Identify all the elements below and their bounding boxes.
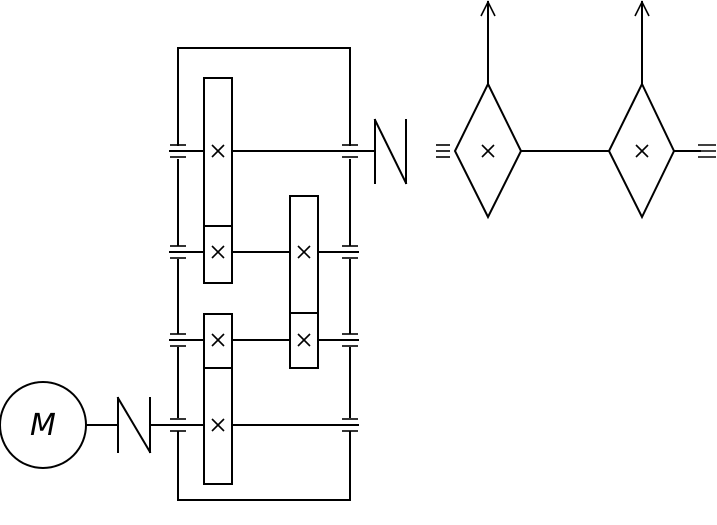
cross-mark-icon: [211, 418, 225, 432]
fixing-marks: [211, 144, 311, 432]
cross-mark-icon: [297, 245, 311, 259]
bearing-sprocket-right: [698, 144, 716, 158]
cross-mark-icon: [211, 144, 225, 158]
housing-frame: [177, 47, 351, 501]
motor-housing: [0, 381, 87, 469]
coupling-input-icon: [116, 396, 152, 454]
cross-mark-icon: [481, 144, 495, 158]
sprocket-drive: [436, 0, 716, 220]
gear-intermediate-large: [289, 195, 319, 314]
arrow-up-icon: [480, 0, 496, 85]
gears: [203, 77, 319, 485]
bearing-sprocket-left: [436, 144, 450, 158]
gear-output-small: [203, 225, 233, 284]
electric-motor-icon: M: [0, 381, 87, 469]
cross-mark-icon: [297, 333, 311, 347]
coupling-output-icon: [373, 118, 408, 185]
cross-mark-icon: [635, 144, 649, 158]
gear-output: [203, 77, 233, 227]
cross-mark-icon: [211, 333, 225, 347]
arrow-up-icon: [634, 0, 650, 85]
motor-label: M: [30, 408, 56, 443]
cross-mark-icon: [211, 245, 225, 259]
